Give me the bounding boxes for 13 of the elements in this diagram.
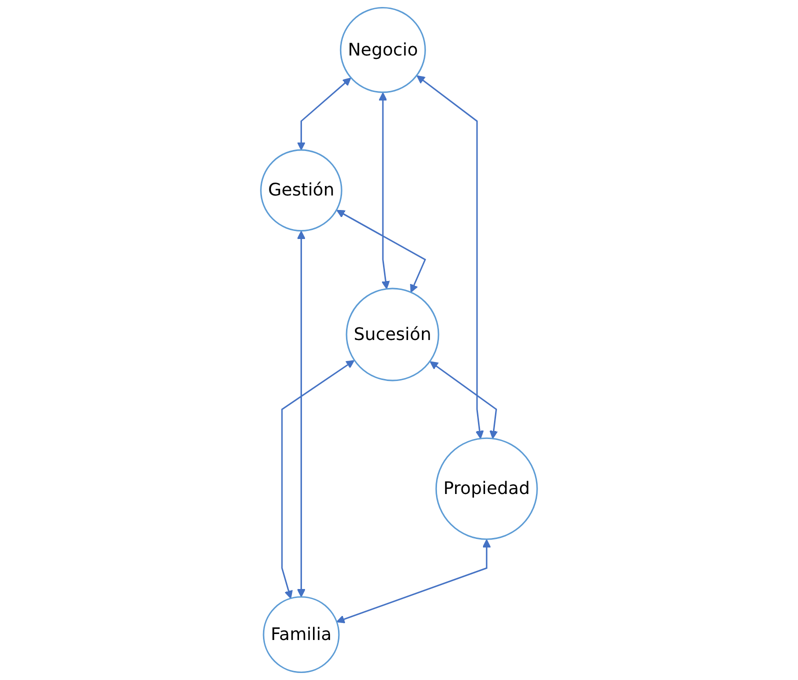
node-circle: Sucesión [346,288,440,382]
node-circle: Propiedad [435,437,538,540]
arrow [297,78,352,150]
arrow [430,361,498,439]
arrow [416,75,484,439]
arrow [281,360,354,599]
arrow [378,92,390,290]
node-circle: Familia [262,596,340,674]
node-circle: Negocio [340,6,426,93]
arrow [336,539,491,624]
node-circle: Gestión [260,149,342,232]
arrow [336,210,426,293]
arrow [297,230,306,598]
